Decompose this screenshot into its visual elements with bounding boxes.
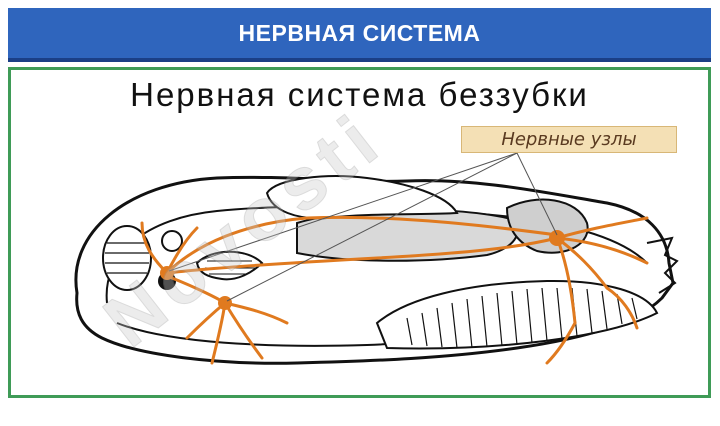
page-title: НЕРВНАЯ СИСТЕМА (238, 19, 481, 46)
header-bar: НЕРВНАЯ СИСТЕМА (8, 8, 711, 62)
mussel-nervous-system-figure: Нервные узлы (47, 123, 681, 394)
anatomy-drawing (74, 152, 679, 365)
content-panel: Нервная система беззубки (8, 67, 711, 398)
slide-title: Нервная система беззубки (130, 76, 589, 113)
nerve-ganglia-label: Нервные узлы (461, 126, 677, 153)
